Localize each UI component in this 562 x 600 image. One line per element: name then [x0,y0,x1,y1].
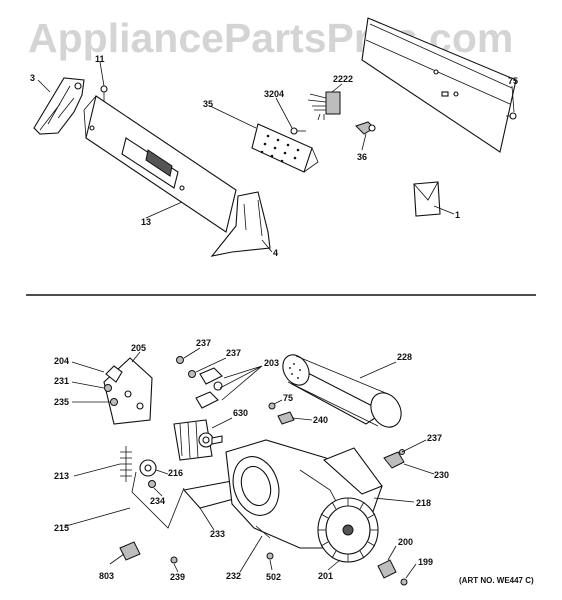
nut [104,384,112,392]
callout-237: 237 [196,338,211,348]
circuit-board [251,123,319,173]
callout-75: 75 [508,76,518,86]
callout-3204: 3204 [264,89,284,99]
instruction-packet [413,181,441,217]
wire-clip [119,541,141,561]
callout-215: 215 [54,523,69,533]
side-bracket [210,191,271,257]
screw [255,525,271,539]
callout-213: 213 [54,471,69,481]
callout-232: 232 [226,571,241,581]
callout-233: 233 [210,529,225,539]
callout-218: 218 [416,498,431,508]
end-cap-bracket [33,77,85,135]
callout-204: 204 [54,356,69,366]
belt-switch [383,451,405,469]
screw [110,398,118,406]
screw [290,127,306,135]
callout-13: 13 [141,217,151,227]
blower-wheel [317,497,379,563]
thermistor [277,411,295,425]
callout-237: 237 [427,433,442,443]
callout-803: 803 [99,571,114,581]
callout-230: 230 [434,470,449,480]
callout-203: 203 [264,358,279,368]
callout-205: 205 [131,343,146,353]
clamp [105,365,123,383]
callout-3: 3 [30,73,35,83]
callout-231: 231 [54,376,69,386]
screw [268,402,276,410]
callout-239: 239 [170,572,185,582]
screw [188,370,196,378]
callout-237: 237 [226,348,241,358]
callout-35: 35 [203,99,213,109]
callout-630: 630 [233,408,248,418]
callout-235: 235 [54,397,69,407]
callout-200: 200 [398,537,413,547]
screw [266,552,274,560]
control-panel [83,95,237,233]
callout-234: 234 [150,496,165,506]
callout-199: 199 [418,557,433,567]
art-number: (ART NO. WE447 C) [459,576,534,585]
callout-201: 201 [318,571,333,581]
idler-pulley [139,459,157,488]
wire-harness [307,91,341,121]
callout-4: 4 [273,248,278,258]
drum [282,354,402,428]
idler-spring [120,446,132,482]
drive-motor [173,419,223,461]
thermostat [377,559,397,579]
screw [400,578,408,586]
callout-75: 75 [283,393,293,403]
callout-216: 216 [168,468,183,478]
drive-belt [131,471,185,529]
callout-1: 1 [455,210,460,220]
callout-2222: 2222 [333,74,353,84]
callout-36: 36 [357,152,367,162]
rear-panel [361,17,517,153]
screw [506,112,517,120]
screw [176,356,184,364]
callout-502: 502 [266,572,281,582]
callout-228: 228 [397,352,412,362]
callout-240: 240 [313,415,328,425]
screw [170,556,178,564]
belt-clip [195,367,223,409]
callout-11: 11 [95,54,105,64]
motor-mount-bracket [103,357,153,425]
clip [355,121,376,135]
